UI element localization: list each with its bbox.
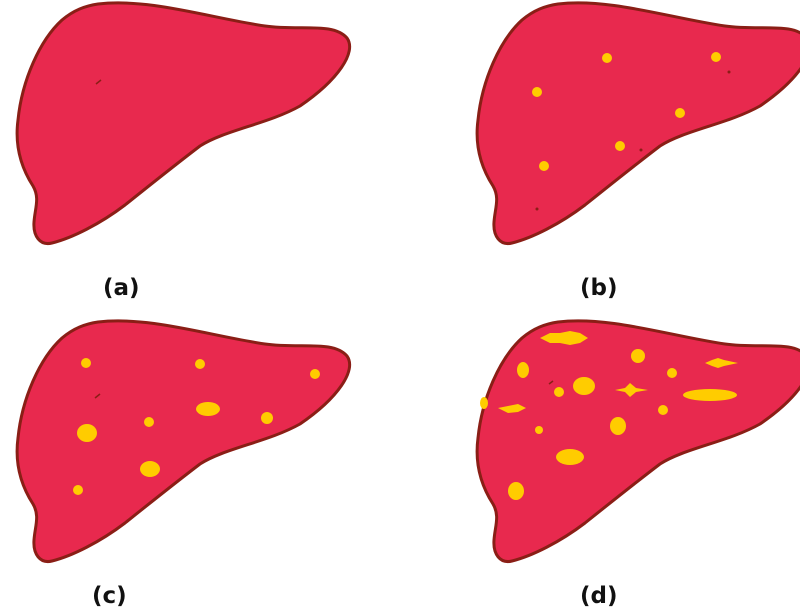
liver-shape-b	[477, 3, 800, 244]
panel-label-b: (b)	[580, 275, 618, 301]
lesion	[77, 424, 97, 442]
lesion	[675, 108, 685, 118]
vessel-mark	[640, 149, 643, 152]
lesion	[480, 397, 488, 409]
lesion	[539, 161, 549, 171]
lesion	[73, 485, 83, 495]
lesion	[508, 482, 524, 500]
lesion	[554, 387, 564, 397]
lesion	[196, 402, 220, 416]
lesion	[556, 449, 584, 465]
panel-a	[17, 3, 350, 244]
lesion	[81, 358, 91, 368]
lesion	[631, 349, 645, 363]
lesion	[195, 359, 205, 369]
lesion	[140, 461, 160, 477]
panel-label-a: (a)	[103, 275, 140, 301]
panel-b	[477, 3, 800, 244]
panel-d	[477, 321, 800, 562]
lesion	[517, 362, 529, 378]
lesion	[711, 52, 721, 62]
lesion	[615, 141, 625, 151]
lesion	[310, 369, 320, 379]
vessel-mark	[536, 208, 539, 211]
liver-shape-c	[17, 321, 350, 562]
lesion	[658, 405, 668, 415]
lesion	[144, 417, 154, 427]
lesion	[573, 377, 595, 395]
lesion	[535, 426, 543, 434]
lesion	[532, 87, 542, 97]
lesion	[610, 417, 626, 435]
lesion	[602, 53, 612, 63]
lesion	[667, 368, 677, 378]
panel-c	[17, 321, 350, 562]
lesion	[261, 412, 273, 424]
vessel-mark	[728, 71, 731, 74]
lesion	[683, 389, 737, 401]
panel-label-d: (d)	[580, 583, 618, 609]
panel-label-c: (c)	[92, 583, 127, 609]
liver-shape-a	[17, 3, 350, 244]
